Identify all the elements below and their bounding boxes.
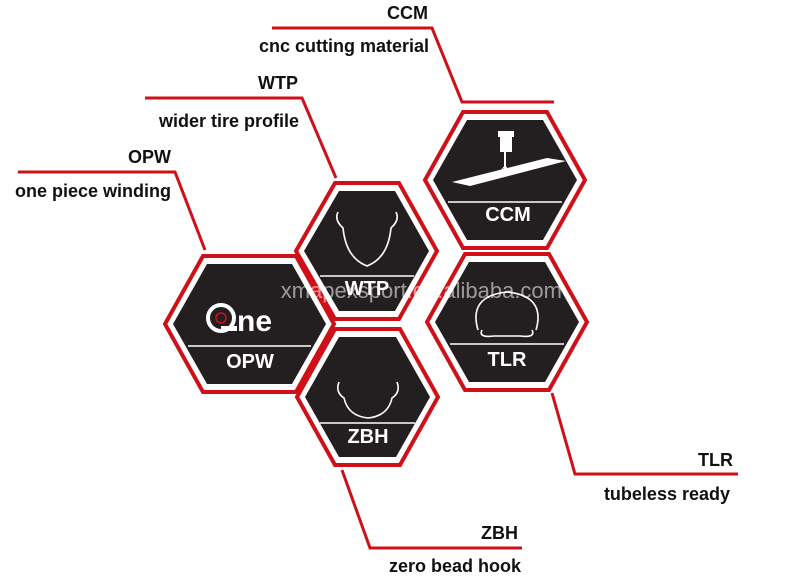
callout-abbr-tlr: TLR	[698, 450, 733, 470]
callout-desc-zbh: zero bead hook	[389, 556, 522, 576]
leader-line-wtp	[145, 96, 338, 179]
hexagon-label-wtp: WTP	[345, 278, 389, 300]
callout-abbr-opw: OPW	[128, 147, 171, 167]
callout-desc-ccm: cnc cutting material	[259, 36, 429, 56]
leader-line-tlr	[550, 392, 738, 476]
callout-abbr-ccm: CCM	[387, 3, 428, 23]
rim-profile-icon	[337, 381, 399, 419]
logo-text: ne	[237, 305, 272, 338]
rim-profile-icon	[336, 211, 398, 267]
hexagon-label-zbh: ZBH	[347, 426, 388, 448]
callout-desc-tlr: tubeless ready	[604, 484, 730, 504]
one-logo-icon	[206, 303, 237, 333]
tubeless-tire-icon	[475, 291, 539, 338]
callout-desc-opw: one piece winding	[15, 181, 171, 201]
hexagon-label-tlr: TLR	[488, 349, 527, 371]
cnc-machine-icon	[452, 131, 566, 186]
leader-line-opw	[18, 170, 207, 251]
hexagon-label-opw: OPW	[226, 351, 274, 373]
hexagon-tlr: TLR	[424, 252, 590, 392]
leader-line-ccm	[272, 26, 554, 104]
watermark: xmapexsport.en.alibaba.com	[281, 278, 562, 303]
hexagon-label-ccm: CCM	[485, 204, 531, 226]
callout-abbr-wtp: WTP	[258, 73, 298, 93]
callout-desc-wtp: wider tire profile	[158, 111, 299, 131]
hexagon-opw: ne OPW	[162, 254, 337, 394]
callout-abbr-zbh: ZBH	[481, 523, 518, 543]
hexagon-zbh: ZBH	[294, 327, 441, 467]
hexagon-wtp: WTP	[293, 181, 440, 321]
leader-line-zbh	[340, 469, 522, 550]
hexagon-ccm: CCM	[422, 110, 588, 250]
